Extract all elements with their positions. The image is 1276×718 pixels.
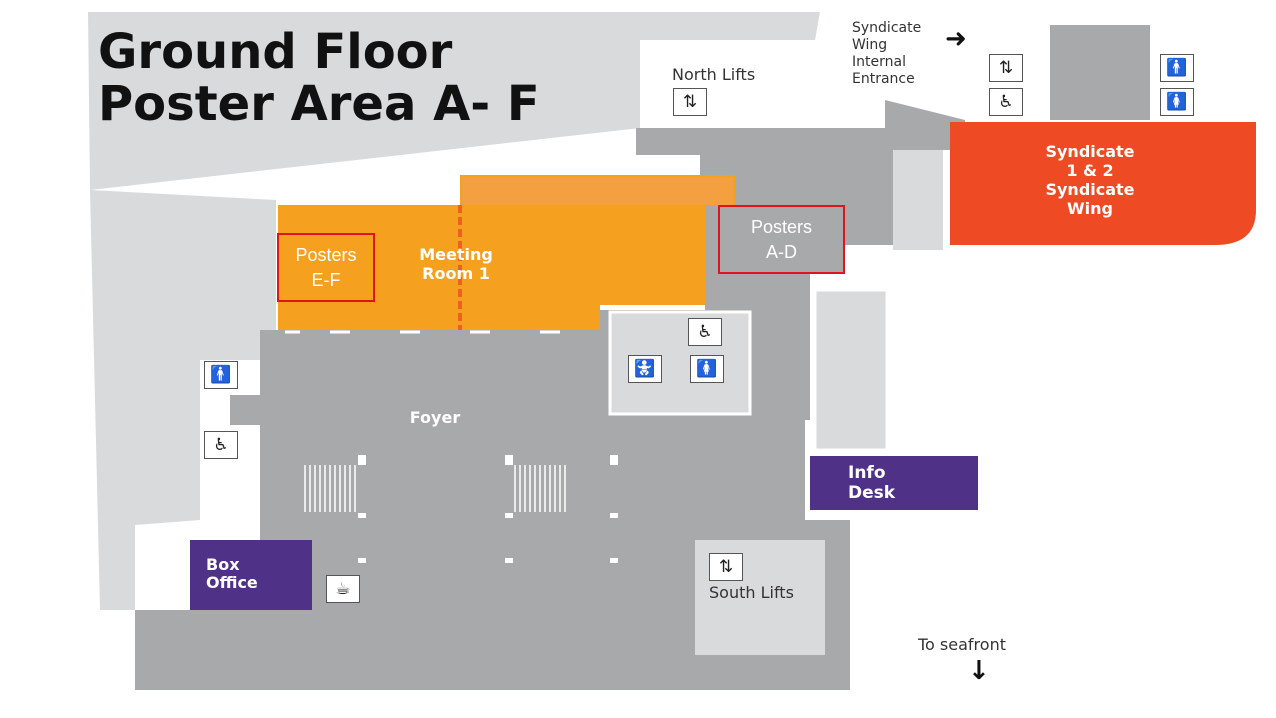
- female-toilet-icon: 🚺: [1160, 88, 1194, 116]
- syndicate-entrance-4: Entrance: [852, 71, 915, 87]
- box-office-label: Box Office: [206, 556, 296, 592]
- box-office-label-1: Box: [206, 555, 240, 574]
- syndicate-room: [950, 122, 1256, 245]
- syndicate-label-2: 1 & 2: [1066, 161, 1114, 180]
- site-background-left: [90, 190, 276, 610]
- stairs-left: [304, 465, 356, 512]
- meeting-room-label: Meeting Room 1: [396, 245, 516, 283]
- meeting-room-1: [278, 175, 735, 330]
- info-desk-label-1: Info: [848, 463, 886, 483]
- lift-icon: ⇅: [673, 88, 707, 116]
- foyer-label: Foyer: [409, 408, 461, 427]
- poster-area-a-d: [720, 206, 844, 272]
- syndicate-entrance-3: Internal: [852, 54, 906, 70]
- female-toilet-icon: 🚺: [690, 355, 724, 383]
- south-lifts-label: South Lifts: [709, 583, 794, 602]
- west-wall-alcove: [230, 395, 265, 425]
- stairs-east: [854, 515, 896, 535]
- site-background: [88, 12, 820, 190]
- cafe-icon: ☕: [326, 575, 360, 603]
- corridor-northeast: [885, 100, 965, 150]
- accessible-wc-icon: ♿: [204, 431, 238, 459]
- posters-e-f-box[interactable]: Posters E-F: [277, 233, 375, 302]
- title-line-2: Poster Area A- F: [98, 76, 540, 132]
- meeting-room-label-1: Meeting: [419, 245, 493, 264]
- meeting-room-label-2: Room 1: [422, 264, 490, 283]
- posters-e-f-label-2: E-F: [311, 270, 341, 290]
- syndicate-entrance-2: Wing: [852, 37, 888, 53]
- male-toilet-icon: 🚹: [1160, 54, 1194, 82]
- syndicate-entrance-1: Syndicate: [852, 20, 922, 36]
- map-title: Ground Floor Poster Area A- F: [98, 26, 540, 130]
- lift-core-north: [1050, 25, 1150, 120]
- lift-icon: ⇅: [989, 54, 1023, 82]
- posters-a-d-label-2: A-D: [766, 242, 797, 262]
- corridor-north: [636, 128, 915, 190]
- syndicate-label-4: Wing: [1067, 199, 1113, 218]
- info-desk-block: [810, 456, 978, 510]
- arrow-right-icon: ➜: [945, 24, 967, 54]
- meeting-room-top: [462, 177, 733, 205]
- columns: [358, 455, 618, 563]
- lift-icon: ⇅: [709, 553, 743, 581]
- posters-e-f-label-1: Posters: [295, 245, 357, 265]
- baby-change-icon: 🚼: [628, 355, 662, 383]
- north-lifts-label: North Lifts: [672, 65, 756, 84]
- info-desk-label-2: Desk: [848, 483, 896, 503]
- male-toilet-icon: 🚹: [204, 361, 238, 389]
- syndicate-label-1: Syndicate: [1045, 142, 1135, 161]
- syndicate-label: Syndicate 1 & 2 Syndicate Wing: [1030, 142, 1150, 218]
- stairs-centre: [514, 465, 566, 512]
- posters-a-d-label-1: Posters: [750, 217, 813, 237]
- accessible-wc-icon: ♿: [989, 88, 1023, 116]
- accessible-wc-icon: ♿: [688, 318, 722, 346]
- box-office-block: [190, 540, 312, 610]
- arrow-down-icon: ↓: [968, 656, 990, 686]
- title-line-1: Ground Floor: [98, 24, 453, 80]
- syndicate-entrance-label: Syndicate Wing Internal Entrance: [852, 20, 921, 88]
- seafront-label: To seafront: [918, 635, 1006, 654]
- info-desk-label: Info Desk: [848, 463, 928, 503]
- east-strip: [813, 288, 889, 452]
- box-office-label-2: Office: [206, 573, 258, 592]
- east-strip-2: [893, 150, 943, 250]
- syndicate-label-3: Syndicate: [1045, 180, 1135, 199]
- posters-a-d-box[interactable]: Posters A-D: [718, 205, 845, 274]
